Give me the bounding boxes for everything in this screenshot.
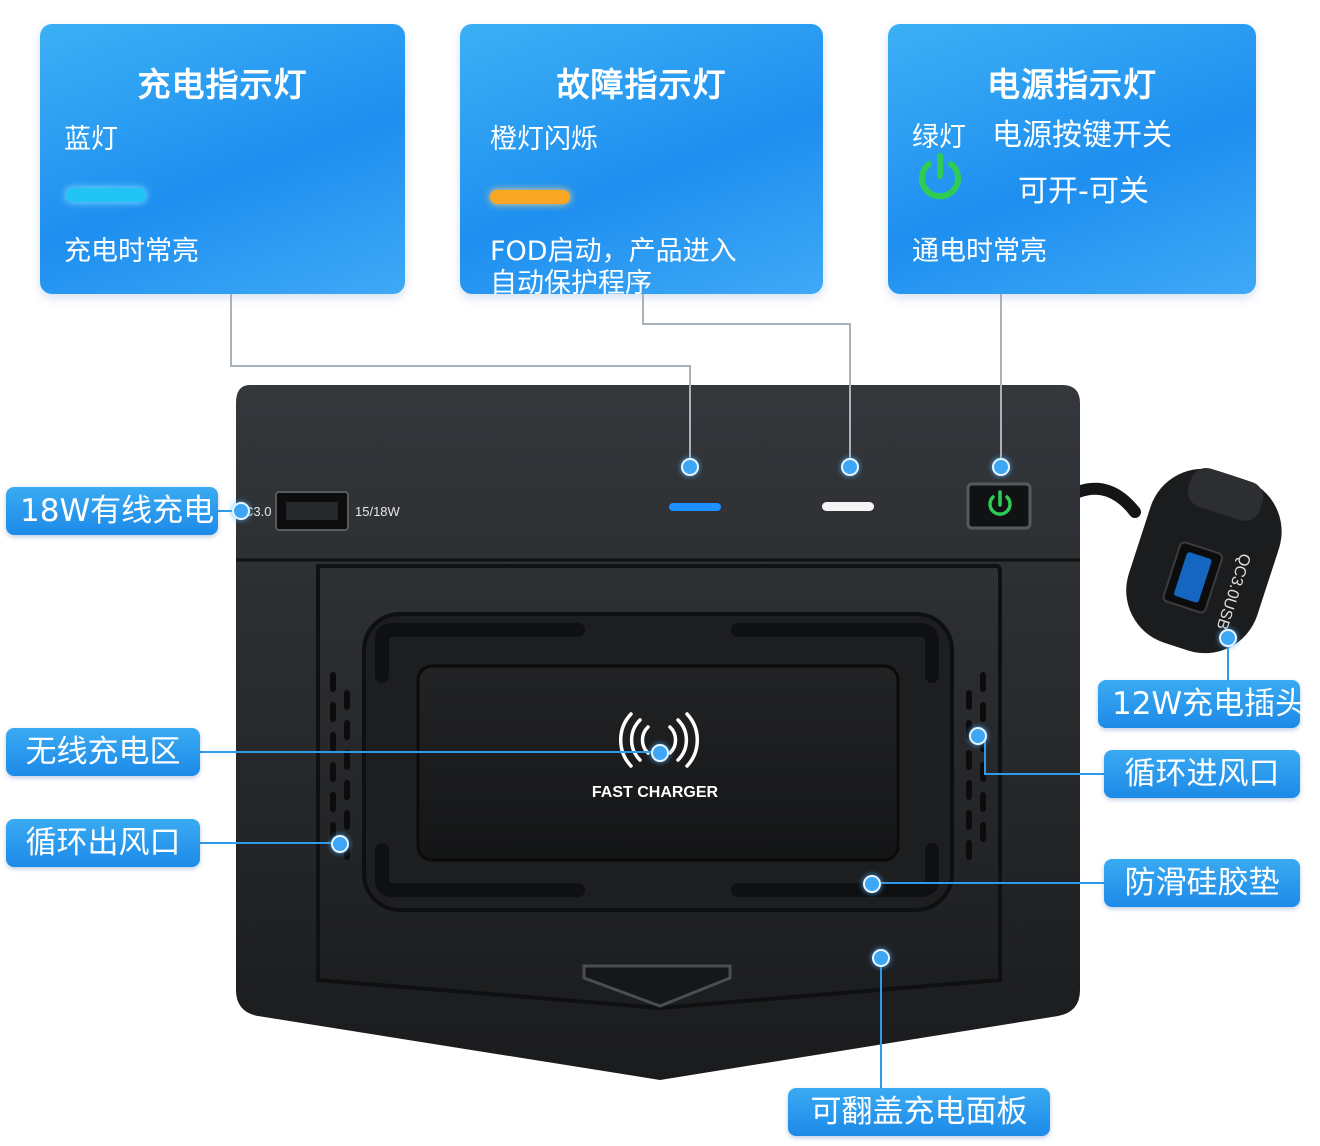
fault-indicator-desc-2: 自动保护程序	[490, 268, 652, 299]
callout-wireless-area: 无线充电区	[6, 728, 200, 776]
callout-silicone-mat: 防滑硅胶垫	[1104, 859, 1300, 907]
power-button-dot	[992, 458, 1010, 476]
lid-handle	[582, 964, 732, 1008]
fault-indicator-bar	[490, 190, 570, 204]
charge-indicator-bar	[66, 188, 146, 202]
fault-indicator-desc-1: FOD启动，产品进入	[490, 236, 737, 267]
charging-pad	[416, 664, 900, 862]
car-plug: QC3.0USB	[1126, 467, 1282, 654]
charge-led	[669, 503, 721, 511]
callout-air-outlet: 循环出风口	[6, 819, 200, 867]
callout-flip-cover: 可翻盖充电面板	[788, 1088, 1050, 1136]
power-indicator-light: 绿灯	[912, 122, 966, 153]
wireless-area-dot	[651, 744, 669, 762]
wireless-charging-icon	[618, 712, 700, 768]
pad-label: FAST CHARGER	[592, 784, 719, 801]
power-on-off: 可开-可关	[1018, 174, 1149, 209]
charge-led-dot	[681, 458, 699, 476]
usb-port-dot	[232, 502, 250, 520]
callout-wired-charging: 18W有线充电	[6, 487, 218, 535]
charge-indicator-card: 充电指示灯 蓝灯 充电时常亮	[40, 24, 405, 294]
plug-cable	[1072, 482, 1141, 518]
air-inlet-vents	[966, 672, 986, 860]
power-button-desc: 电源按键开关	[992, 118, 1172, 153]
fault-indicator-title: 故障指示灯	[556, 65, 727, 104]
power-indicator-card: 电源指示灯 绿灯 电源按键开关 可开-可关 通电时常亮	[888, 24, 1256, 294]
fault-led-dot	[841, 458, 859, 476]
inlet-vent-dot	[969, 727, 987, 745]
cover-dot	[872, 949, 890, 967]
mat-dot	[863, 875, 881, 893]
fault-indicator-light: 橙灯闪烁	[490, 124, 598, 155]
power-indicator-desc: 通电时常亮	[912, 236, 1047, 267]
callout-charging-plug: 12W充电插头	[1098, 680, 1306, 728]
fault-led	[822, 502, 874, 511]
usb-port-label-right: 15/18W	[355, 504, 401, 519]
fault-indicator-card: 故障指示灯 橙灯闪烁 FOD启动，产品进入 自动保护程序	[460, 24, 823, 299]
outlet-vent-dot	[331, 835, 349, 853]
power-icon	[919, 153, 961, 200]
charge-indicator-light: 蓝灯	[64, 124, 118, 155]
callout-air-inlet: 循环进风口	[1104, 750, 1300, 798]
charge-indicator-desc: 充电时常亮	[64, 236, 199, 267]
power-indicator-title: 电源指示灯	[987, 65, 1157, 104]
plug-dot	[1219, 629, 1237, 647]
charge-indicator-title: 充电指示灯	[137, 65, 308, 104]
usb-port-label-left: C3.0	[244, 504, 271, 519]
